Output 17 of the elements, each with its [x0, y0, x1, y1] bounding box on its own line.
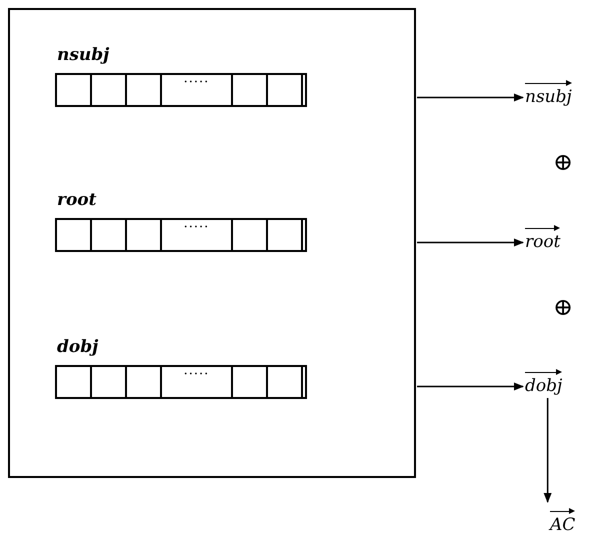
ellipsis: ·····: [184, 367, 210, 383]
outer-box: [8, 8, 416, 478]
arrow: [417, 382, 524, 390]
arrow: [544, 398, 552, 503]
bar-heading: dobj: [57, 337, 98, 357]
direct-sum-symbol: ⊕: [553, 293, 574, 321]
ellipsis: ·····: [184, 220, 210, 236]
direct-sum-symbol: ⊕: [553, 148, 574, 176]
vector-label: nsubj: [525, 80, 572, 107]
ellipsis: ·····: [184, 75, 210, 91]
bar-heading: nsubj: [57, 45, 110, 65]
vector-label: dobj: [525, 369, 562, 396]
bar-heading: root: [57, 190, 96, 210]
arrow: [417, 238, 524, 246]
vector-label: AC: [550, 508, 576, 535]
vector-label: root: [525, 225, 560, 252]
arrow: [417, 94, 524, 102]
